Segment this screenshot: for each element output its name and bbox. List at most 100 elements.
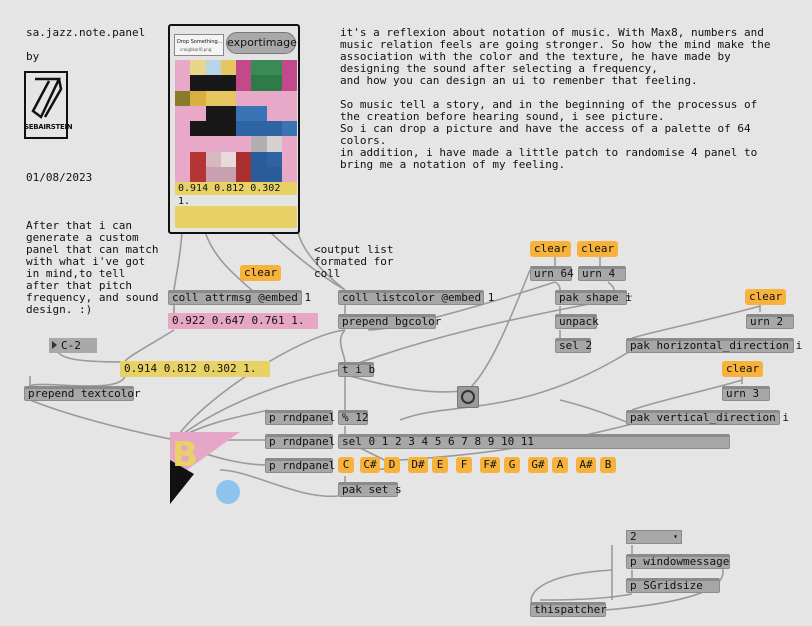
palette-cell[interactable]	[220, 60, 236, 76]
palette-cell[interactable]	[251, 151, 267, 167]
urn-2-object[interactable]: urn 2	[746, 314, 794, 329]
prepend-textcolor-object[interactable]: prepend textcolor	[24, 386, 141, 401]
note-message-a[interactable]: A	[552, 457, 568, 473]
drop-zone[interactable]: Drop Something... craigbkarl0.png	[174, 34, 224, 56]
palette-cell[interactable]	[236, 90, 252, 106]
palette-cell[interactable]	[205, 60, 221, 76]
pink-rgba-message[interactable]: 0.922 0.647 0.761 1.	[168, 313, 318, 329]
palette-cell[interactable]	[236, 136, 252, 152]
rndpanel-subpatch[interactable]: p rndpanel	[265, 458, 335, 473]
palette-cell[interactable]	[190, 75, 206, 91]
umenu-dropdown[interactable]: 2 ▾	[626, 530, 682, 544]
trigger-object[interactable]: t i b	[338, 362, 375, 377]
palette-cell[interactable]	[190, 105, 206, 121]
sgridsize-subpatch[interactable]: p SGridsize	[626, 578, 720, 593]
palette-cell[interactable]	[281, 75, 297, 91]
palette-cell[interactable]	[266, 136, 282, 152]
pak-set-object[interactable]: pak set s	[338, 482, 402, 497]
palette-cell[interactable]	[175, 90, 191, 106]
clear-urn4-message[interactable]: clear	[577, 241, 619, 257]
palette-cell[interactable]	[266, 151, 282, 167]
clear-urn3-message[interactable]: clear	[722, 361, 764, 377]
note-message-b[interactable]: B	[600, 457, 616, 473]
palette-cell[interactable]	[205, 75, 221, 91]
palette-cell[interactable]	[205, 166, 221, 182]
select-notes-object[interactable]: sel 0 1 2 3 4 5 6 7 8 9 10 11	[338, 434, 730, 449]
coll-listcolor-object[interactable]: coll listcolor @embed 1	[338, 290, 494, 305]
palette-cell[interactable]	[175, 60, 191, 76]
color-palette-grid[interactable]	[175, 60, 297, 182]
palette-cell[interactable]	[236, 121, 252, 137]
palette-cell[interactable]	[281, 105, 297, 121]
rndpanel-subpatch[interactable]: p rndpanel	[265, 410, 335, 425]
clear-attr-message[interactable]: clear	[240, 265, 282, 281]
palette-cell[interactable]	[220, 151, 236, 167]
palette-bpatcher[interactable]: Drop Something... craigbkarl0.png export…	[168, 24, 300, 234]
palette-cell[interactable]	[175, 166, 191, 182]
note-message-c[interactable]: C	[338, 457, 354, 473]
palette-cell[interactable]	[251, 121, 267, 137]
palette-cell[interactable]	[266, 90, 282, 106]
export-image-button[interactable]: exportimage	[226, 32, 297, 54]
palette-cell[interactable]	[190, 60, 206, 76]
palette-cell[interactable]	[205, 105, 221, 121]
rndpanel-subpatch[interactable]: p rndpanel	[265, 434, 335, 449]
bang-button[interactable]	[457, 386, 479, 408]
palette-cell[interactable]	[190, 121, 206, 137]
palette-cell[interactable]	[281, 121, 297, 137]
note-message-g[interactable]: G	[504, 457, 520, 473]
palette-cell[interactable]	[266, 166, 282, 182]
palette-cell[interactable]	[251, 136, 267, 152]
palette-cell[interactable]	[220, 105, 236, 121]
pitch-number-box[interactable]: C-2	[49, 338, 97, 353]
palette-cell[interactable]	[251, 75, 267, 91]
urn-64-object[interactable]: urn 64	[530, 266, 574, 281]
pak-vertical-direction-object[interactable]: pak vertical_direction i	[626, 410, 789, 425]
palette-cell[interactable]	[205, 151, 221, 167]
palette-cell[interactable]	[220, 166, 236, 182]
palette-cell[interactable]	[175, 121, 191, 137]
generated-panel-preview[interactable]: B	[168, 430, 248, 510]
palette-cell[interactable]	[281, 136, 297, 152]
palette-cell[interactable]	[236, 105, 252, 121]
palette-cell[interactable]	[266, 105, 282, 121]
palette-cell[interactable]	[175, 105, 191, 121]
palette-cell[interactable]	[251, 90, 267, 106]
coll-attrmsg-object[interactable]: coll attrmsg @embed 1	[168, 290, 311, 305]
palette-cell[interactable]	[190, 136, 206, 152]
palette-cell[interactable]	[266, 121, 282, 137]
palette-cell[interactable]	[175, 151, 191, 167]
palette-cell[interactable]	[175, 136, 191, 152]
note-message-asharp[interactable]: A#	[576, 457, 596, 473]
palette-cell[interactable]	[190, 166, 206, 182]
note-message-dsharp[interactable]: D#	[408, 457, 428, 473]
note-message-f[interactable]: F	[456, 457, 472, 473]
note-message-fsharp[interactable]: F#	[480, 457, 500, 473]
urn-3-object[interactable]: urn 3	[722, 386, 770, 401]
palette-cell[interactable]	[220, 90, 236, 106]
palette-cell[interactable]	[236, 75, 252, 91]
windowmessage-subpatch[interactable]: p windowmessage	[626, 554, 730, 569]
palette-cell[interactable]	[236, 166, 252, 182]
palette-cell[interactable]	[251, 105, 267, 121]
yellow-rgba-message[interactable]: 0.914 0.812 0.302 1.	[120, 361, 270, 377]
thispatcher-object[interactable]: thispatcher	[530, 602, 607, 617]
palette-cell[interactable]	[236, 60, 252, 76]
palette-cell[interactable]	[281, 90, 297, 106]
clear-urn2-message[interactable]: clear	[745, 289, 787, 305]
palette-cell[interactable]	[220, 136, 236, 152]
unpack-object[interactable]: unpack	[555, 314, 599, 329]
palette-cell[interactable]	[220, 75, 236, 91]
sel-2-object[interactable]: sel 2	[555, 338, 592, 353]
selected-color-swatch[interactable]	[175, 206, 297, 228]
note-message-e[interactable]: E	[432, 457, 448, 473]
palette-cell[interactable]	[266, 60, 282, 76]
clear-urn64-message[interactable]: clear	[530, 241, 572, 257]
note-message-csharp[interactable]: C#	[360, 457, 380, 473]
palette-cell[interactable]	[281, 60, 297, 76]
urn-4-object[interactable]: urn 4	[578, 266, 626, 281]
note-message-gsharp[interactable]: G#	[528, 457, 548, 473]
palette-cell[interactable]	[281, 151, 297, 167]
palette-cell[interactable]	[175, 75, 191, 91]
palette-cell[interactable]	[190, 151, 206, 167]
